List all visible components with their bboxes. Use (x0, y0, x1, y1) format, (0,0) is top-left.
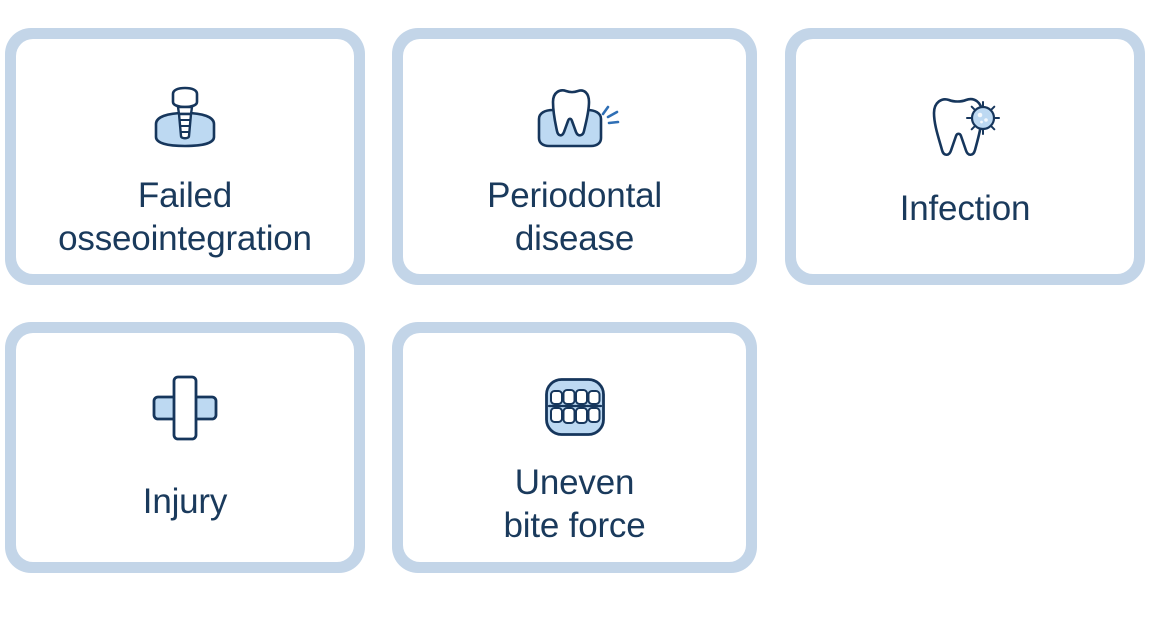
dental-implant-icon (146, 86, 224, 152)
card-failed-osseointegration[interactable]: Failed osseointegration (5, 28, 365, 285)
card-label: Failed osseointegration (58, 176, 312, 259)
card-label: Uneven bite force (503, 463, 646, 546)
card-injury[interactable]: Injury (5, 322, 365, 573)
card-surface: Periodontal disease (403, 39, 746, 274)
card-periodontal-disease[interactable]: Periodontal disease (392, 28, 757, 285)
card-uneven-bite-force[interactable]: Uneven bite force (392, 322, 757, 573)
card-surface: Failed osseointegration (16, 39, 354, 274)
medical-cross-icon (151, 374, 219, 442)
card-label: Infection (899, 189, 1031, 228)
card-surface: Injury (16, 333, 354, 562)
tooth-gum-pain-icon (529, 86, 621, 152)
dentition-bite-icon (544, 377, 606, 437)
card-infection[interactable]: Infection (785, 28, 1145, 285)
card-surface: Uneven bite force (403, 333, 746, 562)
card-label: Injury (142, 482, 228, 521)
card-surface: Infection (796, 39, 1134, 274)
card-label: Periodontal disease (487, 176, 662, 259)
tooth-bacteria-icon (926, 96, 1004, 160)
